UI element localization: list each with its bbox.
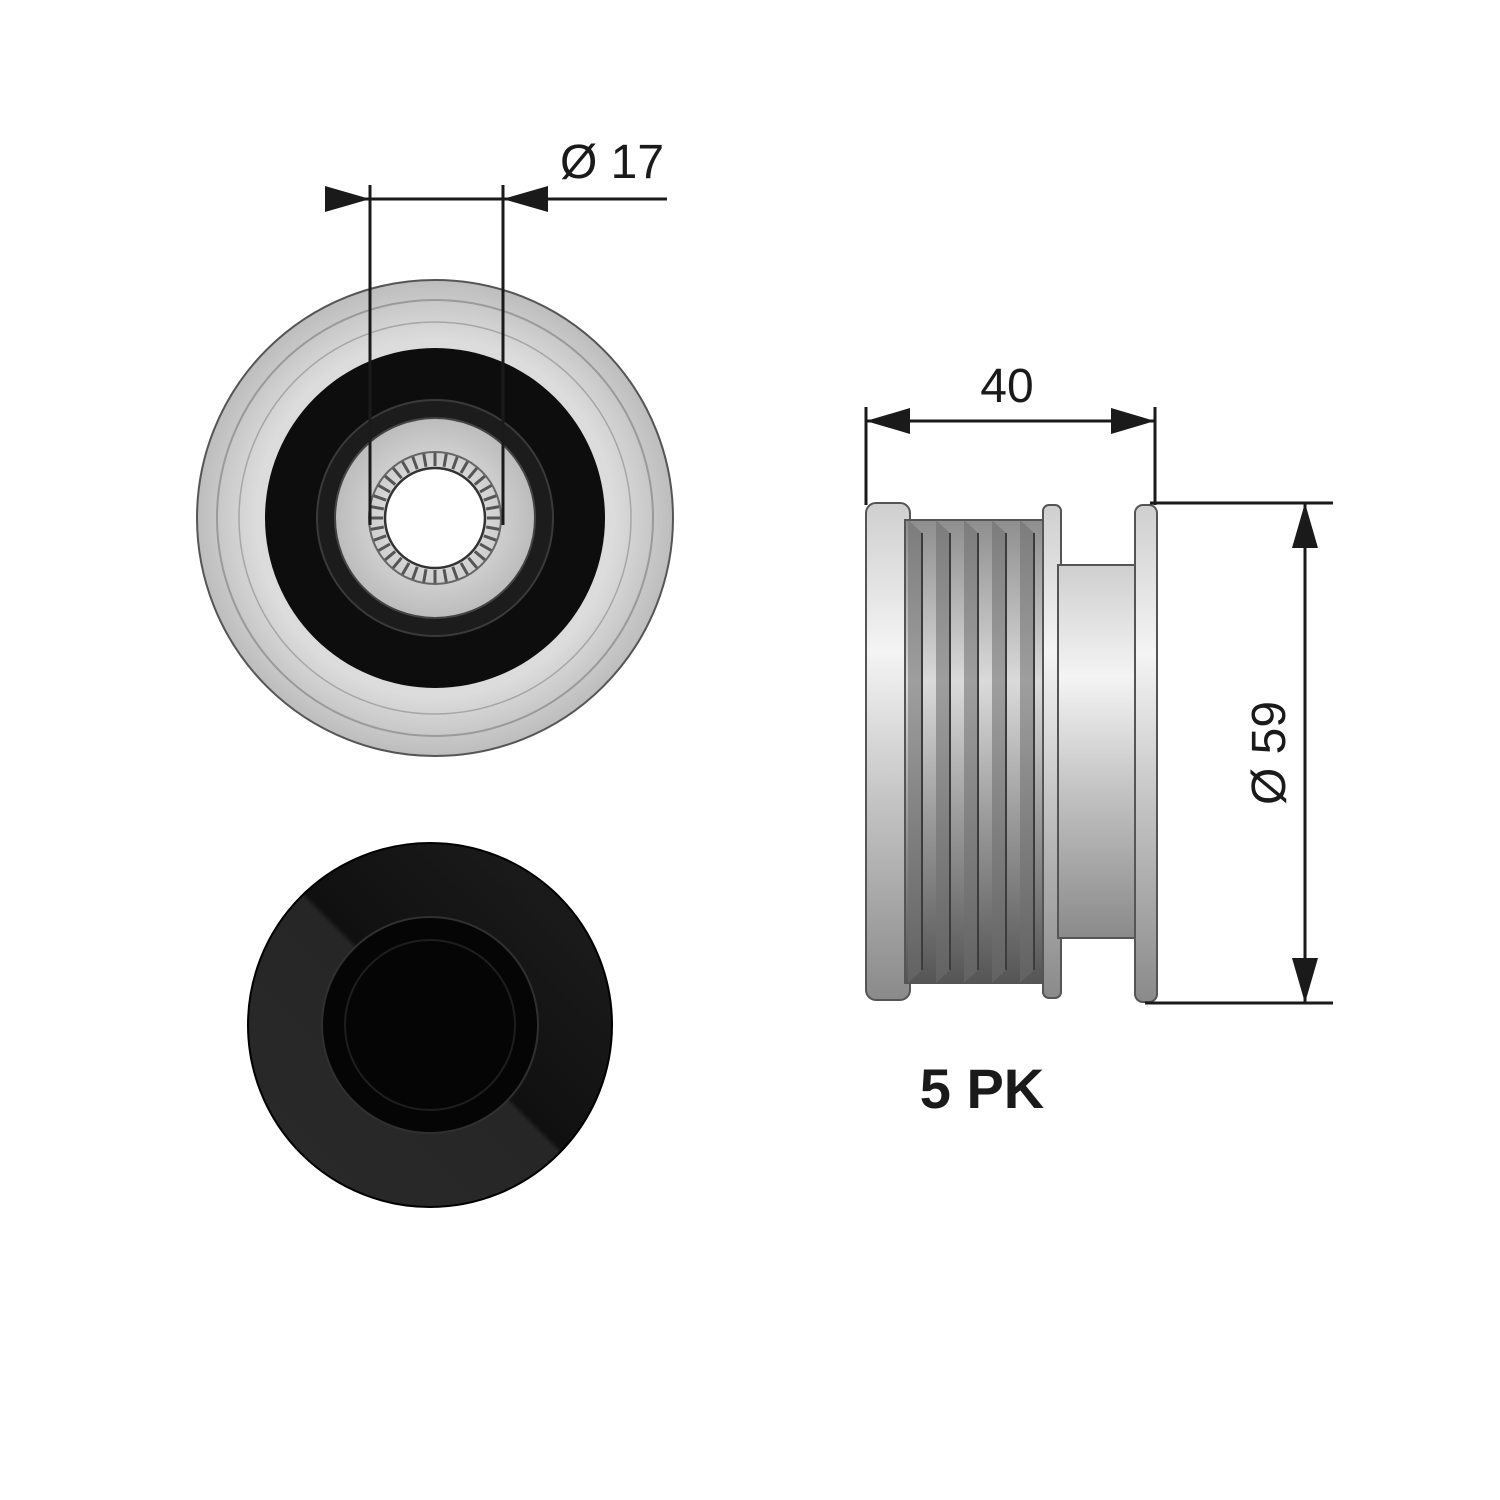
belt-ribs — [908, 520, 1035, 983]
spline-tooth — [479, 542, 493, 553]
bore-diameter-label: Ø 17 — [560, 136, 664, 189]
bore-arrow-right — [503, 186, 548, 212]
spline-tooth — [377, 483, 391, 494]
spline-tooth — [467, 466, 479, 480]
spline-tooth — [372, 494, 387, 502]
pulley-face-ring-inner — [238, 321, 632, 715]
spline-tooth — [459, 562, 470, 576]
spline-tooth — [442, 568, 448, 584]
width-label: 40 — [980, 360, 1033, 413]
spline-tooth — [422, 568, 428, 584]
spline-tooth — [383, 550, 397, 562]
belt-rib — [1020, 520, 1034, 983]
spline-tooth — [459, 460, 470, 474]
spline-tooth — [473, 474, 487, 486]
spline-tooth — [483, 494, 498, 502]
spline-tooth — [442, 452, 448, 468]
spline-tooth — [377, 542, 391, 553]
side-rear-flange — [1134, 504, 1158, 1003]
side-neck — [1057, 564, 1141, 939]
spline-tooth — [485, 525, 501, 531]
spline-tooth — [422, 452, 428, 468]
dust-cap — [247, 842, 613, 1208]
outer-diameter-label: Ø 59 — [1243, 701, 1296, 805]
belt-profile-label: 5 PK — [920, 1057, 1045, 1120]
spline-tooth — [411, 455, 419, 470]
spline-tooth — [483, 534, 498, 542]
pulley-side-view — [865, 502, 1158, 1003]
spline-tooth — [411, 566, 419, 581]
bore-arrow-left — [325, 186, 370, 212]
spline-tooth — [391, 466, 403, 480]
width-arrow-left — [866, 408, 910, 434]
spline-tooth — [485, 505, 501, 511]
spline-tooth — [451, 455, 459, 470]
spline-tooth — [400, 562, 411, 576]
center-bore — [383, 466, 487, 570]
od-arrow-top — [1292, 503, 1318, 548]
side-left-flange — [865, 502, 911, 1001]
od-arrow-bottom — [1292, 958, 1318, 1003]
spline-tooth — [451, 566, 459, 581]
outer-diameter-dimension: Ø 59 — [1145, 501, 1333, 1005]
width-dimension: 40 — [864, 360, 1157, 505]
spline-tooth — [400, 460, 411, 474]
spline-tooth — [372, 534, 387, 542]
spline-tooth — [383, 474, 397, 486]
belt-rib — [992, 520, 1006, 983]
pulley-face-ring — [216, 299, 654, 737]
spline-tooth — [479, 483, 493, 494]
dust-cap-inner — [321, 916, 539, 1134]
belt-rib — [908, 520, 922, 983]
spline-tooth — [391, 556, 403, 570]
spline-tooth — [369, 505, 385, 511]
spline-tooth — [369, 525, 385, 531]
spline-tooth — [467, 556, 479, 570]
bore-diameter-dimension: Ø 17 — [325, 136, 667, 525]
belt-rib — [936, 520, 950, 983]
belt-rib — [964, 520, 978, 983]
dust-cap-inner-ring — [344, 939, 516, 1111]
width-arrow-right — [1111, 408, 1155, 434]
spline-tooth — [473, 550, 487, 562]
pulley-front-view — [196, 279, 674, 757]
